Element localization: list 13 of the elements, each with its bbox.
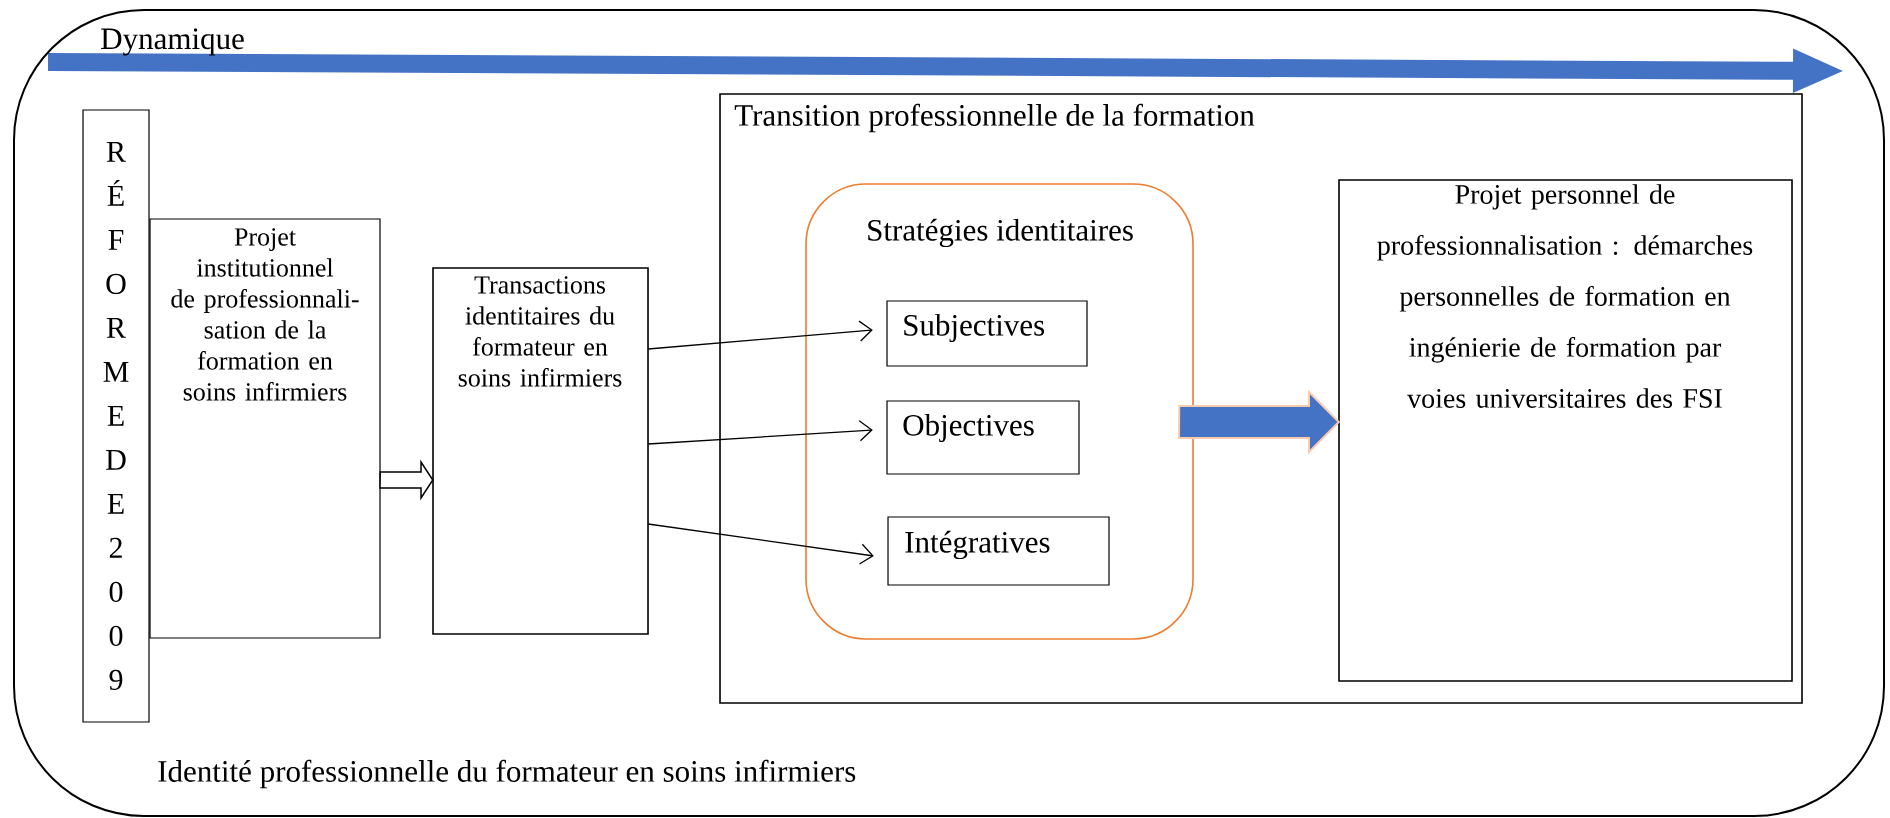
text-box: R É F O R M E D E 2 0 0 9 xyxy=(82,109,150,723)
arrow xyxy=(647,420,873,445)
arrow xyxy=(647,523,874,565)
text-box: Projet institutionnel de professionnali- sation de la formation en soins infirmiers xyxy=(149,218,381,639)
text-box: Projet personnel de professionnalisation : démarches personnelles de formation en ingénierie de formation par voies universitaires des FSI xyxy=(1338,179,1793,682)
text-box: Subjectives xyxy=(886,300,1088,367)
arrow xyxy=(647,320,873,350)
block-arrow xyxy=(379,459,434,501)
text-box: Objectives xyxy=(886,400,1080,475)
arrow-label: Dynamique xyxy=(101,28,244,56)
block-arrow xyxy=(1178,389,1341,455)
text-box: Transactions identitaires du formateur en soins infirmiers xyxy=(432,267,649,635)
text-box: Intégratives xyxy=(887,516,1110,586)
